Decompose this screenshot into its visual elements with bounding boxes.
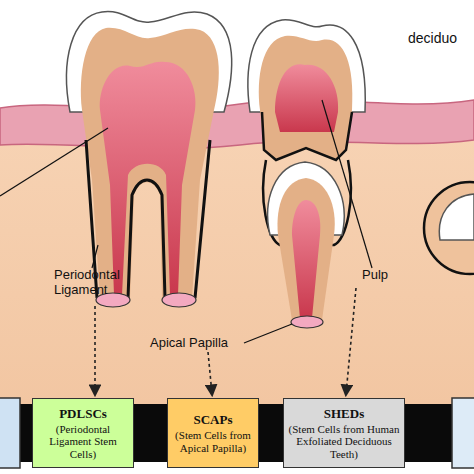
part-label: deciduo [408, 30, 474, 46]
molar-pulp [100, 62, 196, 295]
leader-line [92, 245, 98, 268]
tooth-bud [439, 194, 474, 240]
dashed-arrow [346, 288, 356, 394]
box-body: (Periodontal Ligament Stem Cells) [36, 423, 130, 461]
dashed-arrow [208, 352, 212, 394]
partial-box [0, 398, 20, 468]
box-body: (Stem Cells from Apical Papilla) [171, 429, 255, 454]
dashed-arrow [94, 306, 96, 394]
successor-dentin [277, 178, 334, 320]
box-heading: PDLSCs [59, 406, 107, 421]
deciduous-dentin [259, 36, 353, 160]
jaw-tissue [0, 120, 474, 405]
molar-dentin [81, 28, 219, 298]
part-label: Apical Papilla [150, 336, 250, 351]
box-heading: SHEDs [324, 406, 364, 421]
apical-papilla [291, 316, 323, 328]
root-apex [162, 293, 196, 307]
tooth-bud-crypt [424, 182, 474, 274]
stem-cell-box: SCAPs (Stem Cells from Apical Papilla) [167, 398, 259, 468]
deciduous-outline [262, 112, 352, 160]
part-label: Periodontal Ligament [54, 268, 146, 298]
successor-pulp [292, 200, 320, 318]
stem-cell-box: SHEDs (Stem Cells from Human Exfoliated D… [283, 398, 405, 468]
part-label: Pulp [362, 268, 412, 283]
box-heading: SCAPs [193, 412, 232, 427]
partial-box [452, 398, 474, 468]
leader-line [322, 100, 372, 268]
stem-cell-box: PDLSCs (Periodontal Ligament Stem Cells) [32, 398, 134, 468]
box-body: (Stem Cells from Human Exfoliated Decidu… [287, 423, 401, 461]
leader-line [0, 128, 108, 196]
leader-line [244, 324, 292, 343]
